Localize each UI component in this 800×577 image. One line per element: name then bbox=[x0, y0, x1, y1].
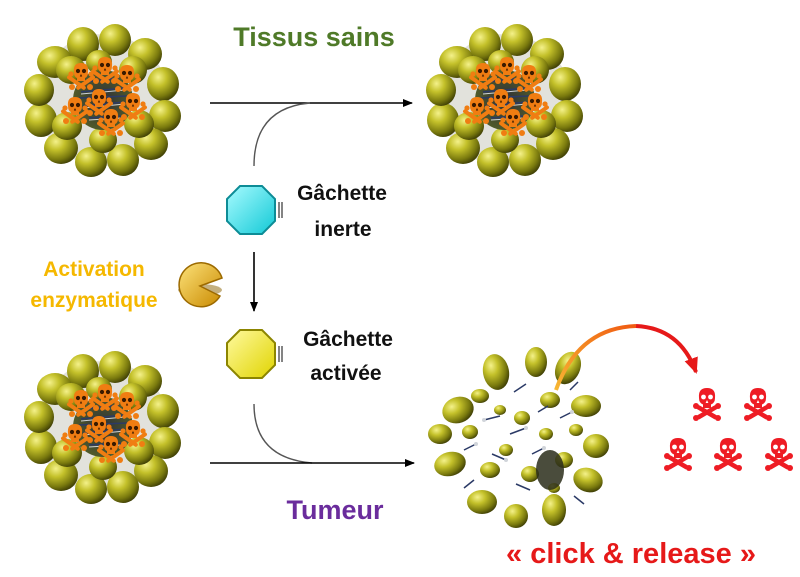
healthy-tissue-label: Tissus sains bbox=[233, 22, 395, 52]
release-arrow-orange bbox=[554, 324, 637, 391]
click-release-label: « click & release » bbox=[506, 538, 756, 570]
skull-crossbones-icon-released-4 bbox=[714, 438, 742, 471]
skull-crossbones-icon-released-2 bbox=[744, 388, 772, 421]
enzymatic-activation-label-line1: Activation bbox=[43, 258, 145, 281]
inert-trigger-label-line1: Gâchette bbox=[297, 182, 387, 205]
active-trigger-label-line2: activée bbox=[310, 362, 381, 385]
healthy-branch-curve bbox=[253, 102, 311, 167]
active-trigger-label-line1: Gâchette bbox=[303, 328, 393, 351]
enzymatic-activation-label-line2: enzymatique bbox=[30, 289, 157, 312]
skull-crossbones-icon-released-1 bbox=[693, 388, 721, 421]
inert-trigger-label-line2: inerte bbox=[314, 218, 371, 241]
micelle-icon-bottom-left bbox=[24, 351, 181, 504]
tumor-label: Tumeur bbox=[286, 495, 383, 525]
skull-crossbones-icon-released-3 bbox=[664, 438, 692, 471]
skull-crossbones-icon-released-5 bbox=[765, 438, 793, 471]
cyclooctyne-active-icon bbox=[226, 329, 283, 379]
cyclooctyne-inert-icon bbox=[226, 185, 283, 235]
pacman-enzyme-icon bbox=[178, 262, 223, 308]
tumor-branch-curve bbox=[253, 403, 313, 464]
release-arrow-red bbox=[635, 324, 698, 374]
disassembled-micelle-icon bbox=[428, 347, 609, 528]
micelle-icon-top-left bbox=[24, 24, 181, 177]
micelle-icon-top-right bbox=[426, 24, 583, 177]
